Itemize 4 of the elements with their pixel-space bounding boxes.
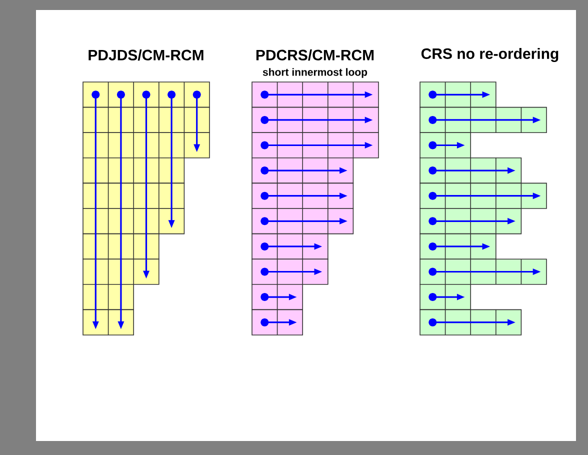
panel-title: CRS no re-ordering	[421, 48, 558, 62]
panel-title: PDJDS/CM-RCM	[88, 49, 204, 61]
panel-title: PDCRS/CM-RCM	[256, 49, 374, 61]
panel-subtitle: short innermost loop	[262, 68, 368, 78]
